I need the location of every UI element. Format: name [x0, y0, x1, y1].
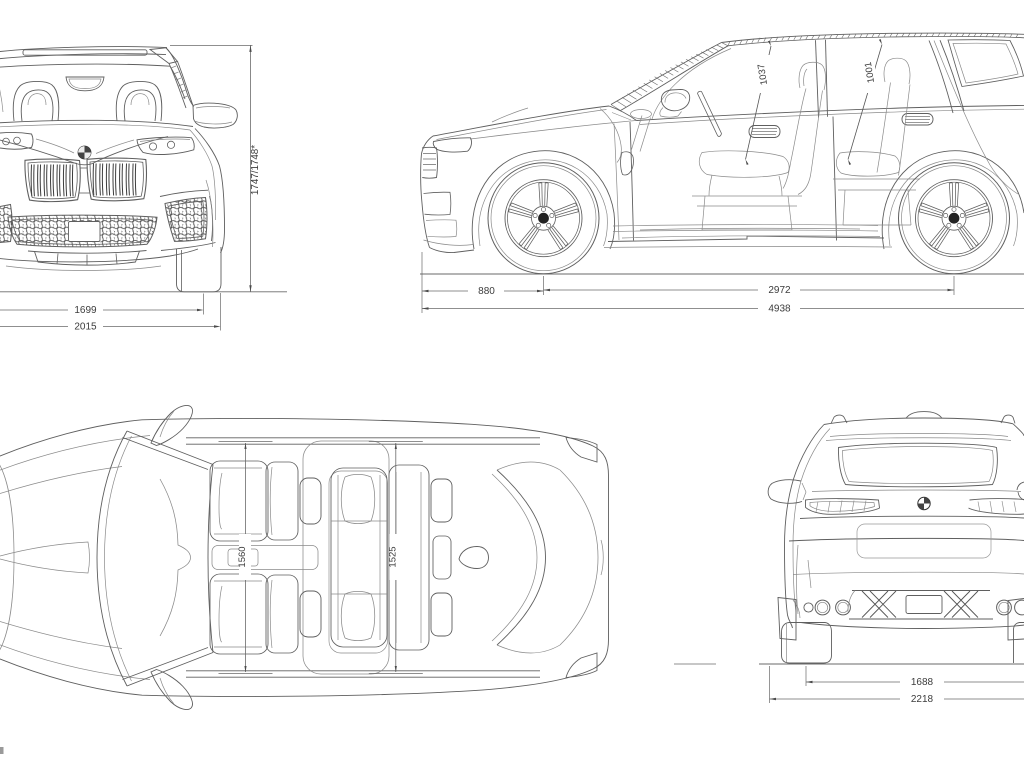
svg-text:2972: 2972	[768, 285, 791, 296]
svg-text:2218: 2218	[911, 694, 934, 705]
svg-text:4938: 4938	[768, 304, 791, 315]
svg-text:1688: 1688	[911, 677, 934, 688]
svg-text:1525: 1525	[387, 546, 398, 567]
svg-text:1037: 1037	[756, 63, 770, 86]
svg-text:1699: 1699	[74, 305, 97, 316]
svg-text:1560: 1560	[237, 546, 248, 567]
svg-text:2015: 2015	[74, 322, 97, 333]
svg-text:880: 880	[478, 286, 495, 297]
svg-text:1001: 1001	[863, 61, 877, 84]
svg-text:1747/1748*: 1747/1748*	[250, 145, 261, 195]
